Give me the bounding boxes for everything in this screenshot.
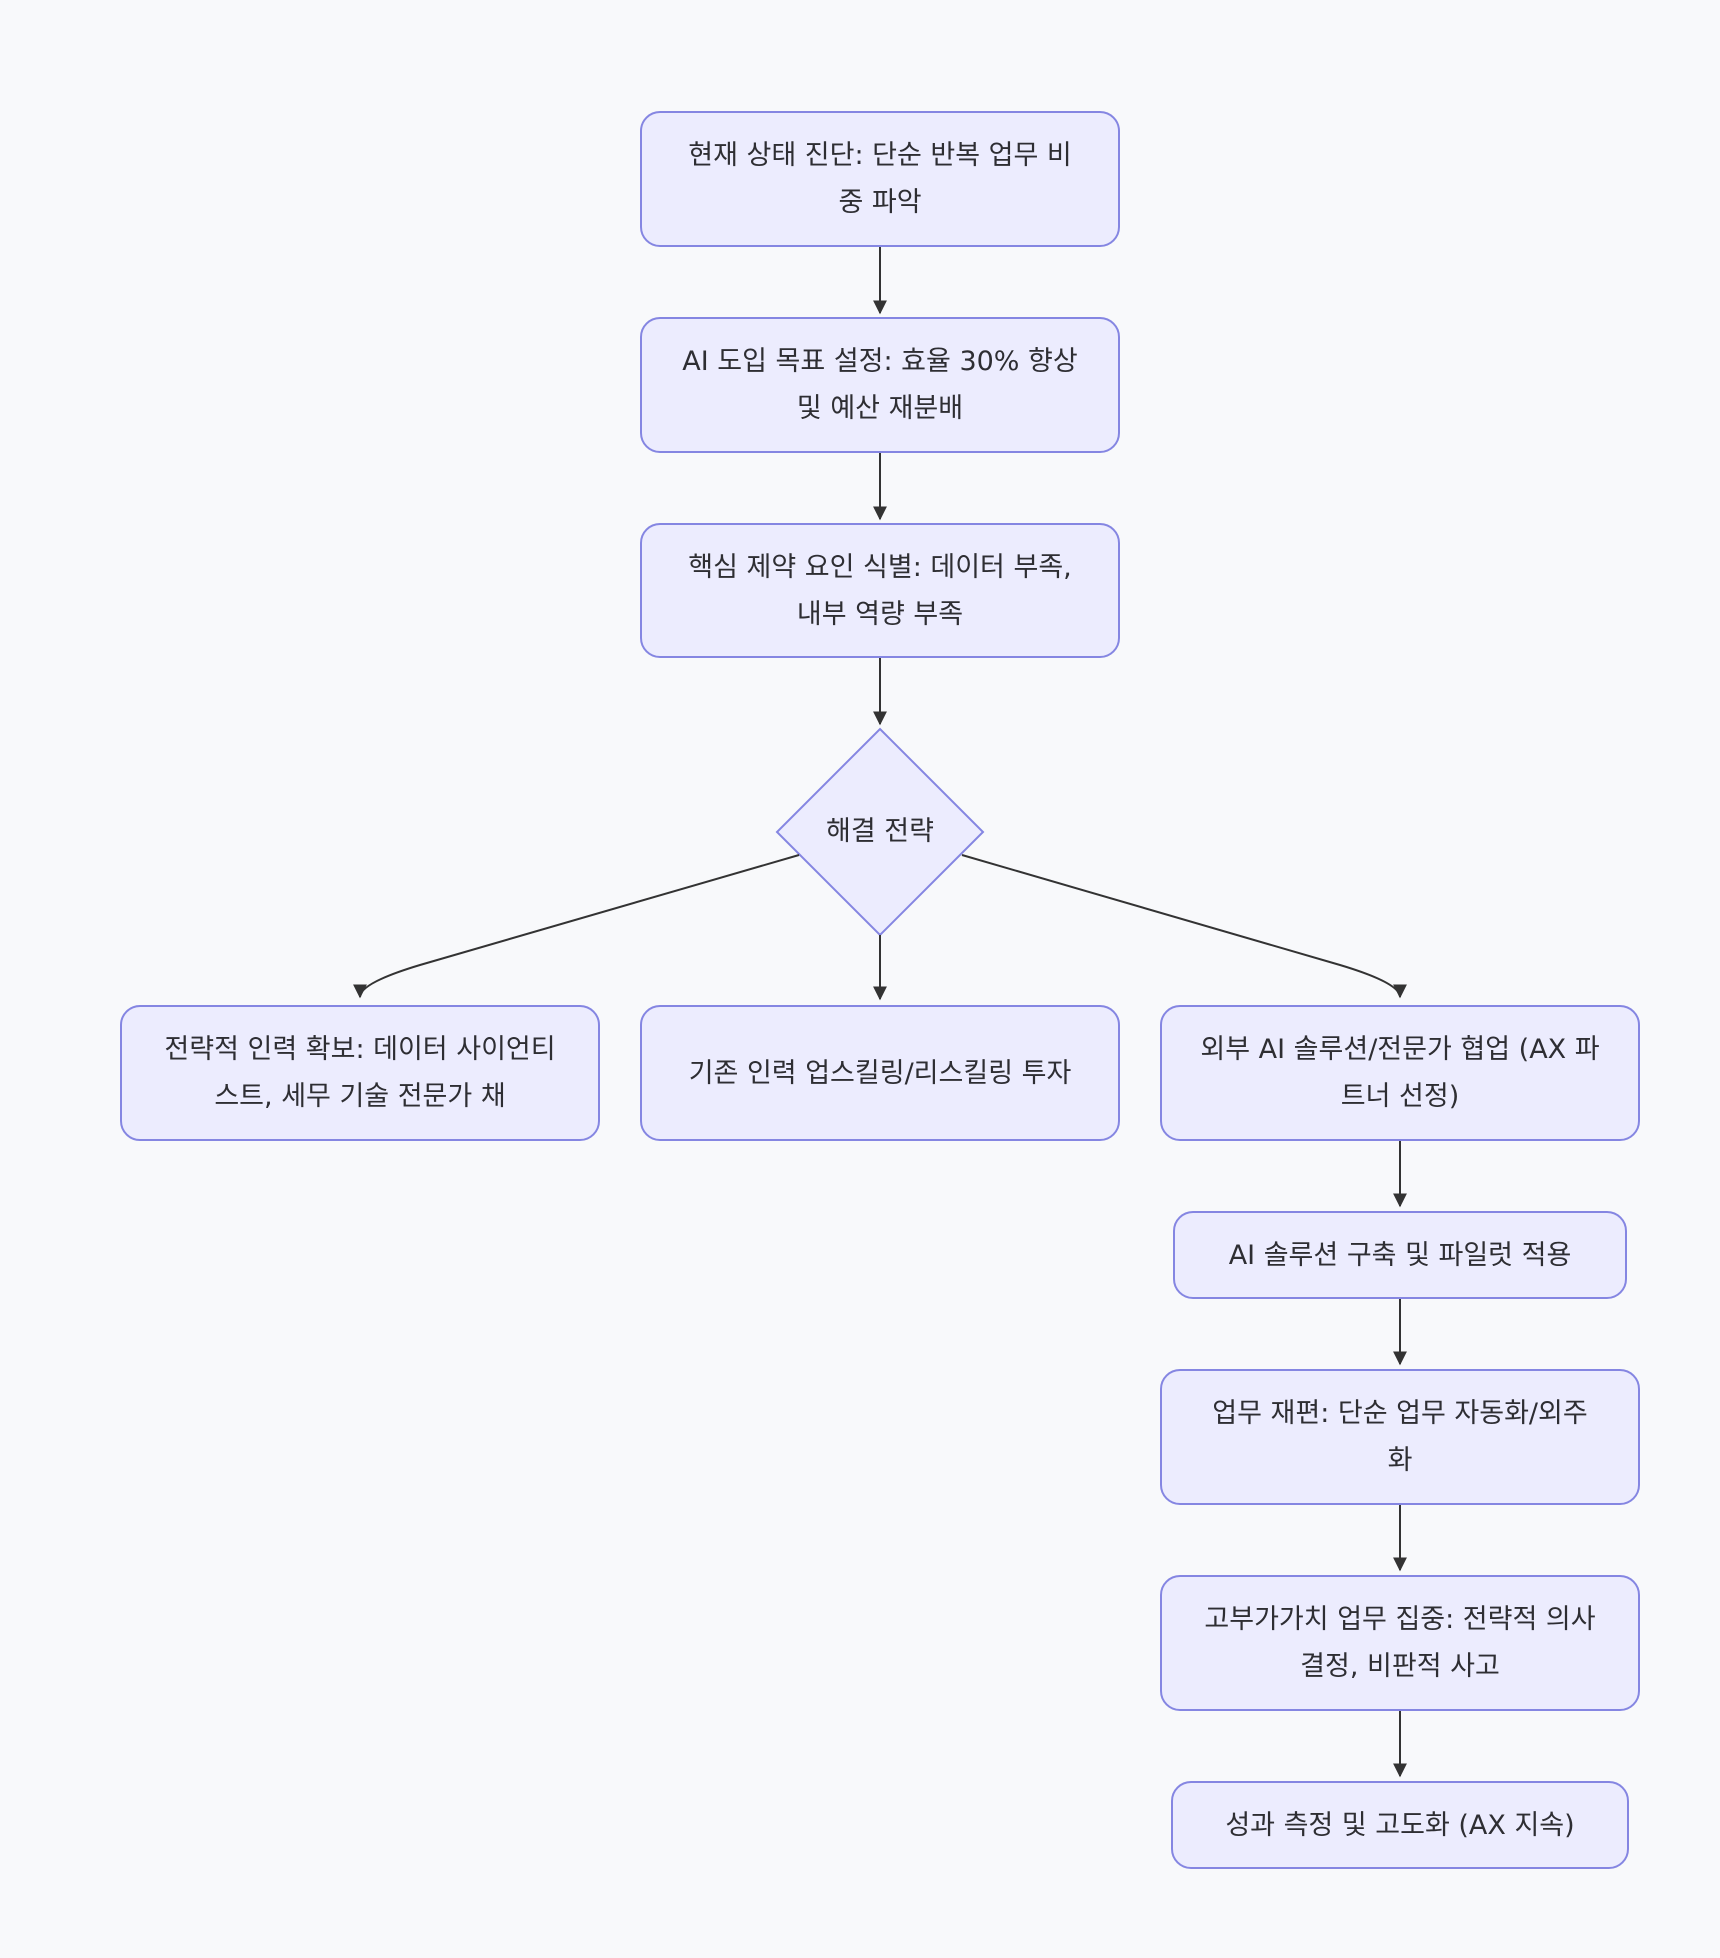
node-hire[interactable]: 전략적 인력 확보: 데이터 사이언티스트, 세무 기술 전문가 채	[120, 1005, 600, 1141]
node-constraints[interactable]: 핵심 제약 요인 식별: 데이터 부족, 내부 역량 부족	[640, 523, 1120, 658]
node-diagnose-label: 현재 상태 진단: 단순 반복 업무 비중 파악	[688, 140, 1072, 218]
node-focus[interactable]: 고부가가치 업무 집중: 전략적 의사결정, 비판적 사고	[1160, 1575, 1640, 1711]
node-partner-label: 외부 AI 솔루션/전문가 협업 (AX 파트너 선정)	[1200, 1034, 1600, 1112]
edge-strategy-hire	[353, 854, 800, 999]
node-reorg-label: 업무 재편: 단순 업무 자동화/외주화	[1212, 1398, 1588, 1476]
edge-strategy-partner	[961, 854, 1407, 999]
node-partner[interactable]: 외부 AI 솔루션/전문가 협업 (AX 파트너 선정)	[1160, 1005, 1640, 1141]
node-measure-label: 성과 측정 및 고도화 (AX 지속)	[1225, 1809, 1575, 1841]
node-pilot-label: AI 솔루션 구축 및 파일럿 적용	[1228, 1239, 1572, 1271]
node-constraints-label: 핵심 제약 요인 식별: 데이터 부족, 내부 역량 부족	[688, 551, 1072, 630]
node-upskill-label: 기존 인력 업스킬링/리스킬링 투자	[688, 1057, 1072, 1089]
node-upskill[interactable]: 기존 인력 업스킬링/리스킬링 투자	[640, 1005, 1120, 1141]
node-measure[interactable]: 성과 측정 및 고도화 (AX 지속)	[1171, 1781, 1629, 1869]
node-goal-label: AI 도입 목표 설정: 효율 30% 향상 및 예산 재분배	[682, 346, 1078, 424]
node-diagnose[interactable]: 현재 상태 진단: 단순 반복 업무 비중 파악	[640, 111, 1120, 247]
node-goal[interactable]: AI 도입 목표 설정: 효율 30% 향상 및 예산 재분배	[640, 317, 1120, 453]
node-hire-label: 전략적 인력 확보: 데이터 사이언티스트, 세무 기술 전문가 채	[164, 1034, 556, 1112]
node-pilot[interactable]: AI 솔루션 구축 및 파일럿 적용	[1173, 1211, 1627, 1299]
node-reorg[interactable]: 업무 재편: 단순 업무 자동화/외주화	[1160, 1369, 1640, 1505]
node-focus-label: 고부가가치 업무 집중: 전략적 의사결정, 비판적 사고	[1204, 1604, 1596, 1682]
strategy-decision-label: 해결 전략	[826, 816, 934, 847]
